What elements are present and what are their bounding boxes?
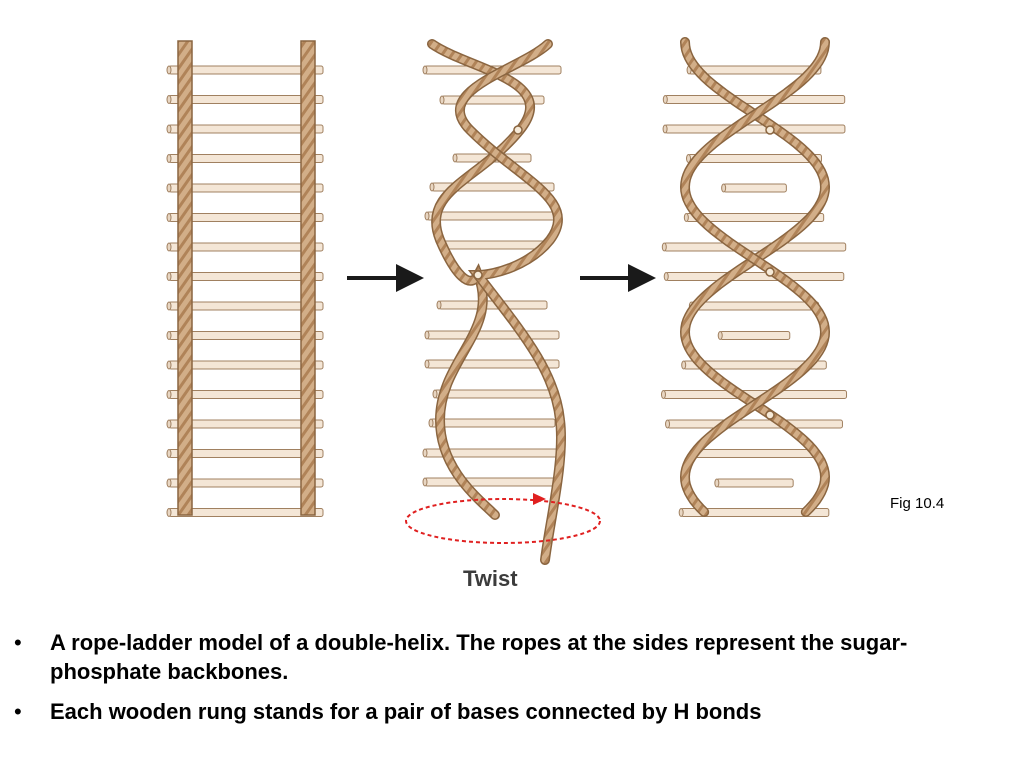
- twist-arrow-ring: [405, 493, 601, 544]
- wooden-rung: [424, 330, 560, 340]
- wooden-rung: [166, 478, 324, 488]
- wooden-rung: [166, 95, 324, 104]
- wooden-rung: [166, 183, 324, 193]
- wooden-rung: [166, 331, 324, 340]
- wooden-rung: [714, 478, 794, 488]
- wooden-rung: [166, 419, 324, 429]
- wooden-rung: [683, 213, 825, 222]
- wooden-rung: [166, 154, 324, 163]
- wooden-rung: [422, 448, 562, 458]
- wooden-rung: [166, 301, 324, 311]
- straight-ladder: [166, 40, 324, 517]
- caption-bullets: • A rope-ladder model of a double-helix.…: [14, 628, 1014, 737]
- wooden-rung: [432, 389, 552, 399]
- rope-crossing: [765, 267, 775, 277]
- rope-backbone: [679, 37, 831, 517]
- wooden-rung: [686, 154, 822, 163]
- wooden-rung: [428, 418, 556, 428]
- twist-label: Twist: [463, 566, 518, 591]
- arrow-right-2: [580, 264, 656, 292]
- arrow-right-1: [347, 264, 424, 292]
- wooden-rung: [717, 331, 791, 340]
- bullet-mark: •: [14, 699, 22, 724]
- bullet-item: • A rope-ladder model of a double-helix.…: [14, 628, 1014, 686]
- rope-ladder-figure: [166, 37, 848, 565]
- right-rope: [300, 40, 316, 516]
- wooden-rung: [665, 419, 843, 429]
- wooden-rung: [166, 390, 324, 399]
- bullet-mark: •: [14, 630, 22, 655]
- wooden-rung: [166, 272, 324, 281]
- wooden-rung: [436, 300, 548, 310]
- wooden-rung: [662, 124, 846, 134]
- wooden-rung: [681, 360, 827, 370]
- wooden-rung: [424, 211, 560, 221]
- rope-crossing: [765, 125, 775, 135]
- rope-backbone: [427, 39, 535, 520]
- wooden-rung: [721, 183, 787, 193]
- wooden-rung: [166, 360, 324, 370]
- wooden-rung: [166, 508, 324, 517]
- wooden-rung: [688, 301, 820, 311]
- rope-crossing: [513, 125, 523, 135]
- twisting-ladder: [422, 39, 566, 565]
- wooden-rung: [691, 449, 817, 458]
- wooden-rung: [660, 390, 848, 399]
- rope-backbone: [679, 37, 831, 517]
- bullet-text: Each wooden rung stands for a pair of ba…: [50, 699, 762, 724]
- figure-number: Fig 10.4: [890, 495, 945, 512]
- double-helix-ladder: [660, 37, 848, 517]
- wooden-rung: [166, 124, 324, 134]
- wooden-rung: [422, 477, 562, 487]
- wooden-rung: [166, 242, 324, 252]
- bullet-text: A rope-ladder model of a double-helix. T…: [50, 630, 908, 684]
- wooden-rung: [686, 65, 822, 75]
- wooden-rung: [166, 449, 324, 458]
- rope-backbone: [455, 39, 566, 565]
- wooden-rung: [439, 240, 545, 250]
- wooden-rung: [678, 508, 830, 517]
- wooden-rung: [662, 95, 846, 104]
- wooden-rung: [661, 242, 847, 252]
- bullet-item: • Each wooden rung stands for a pair of …: [14, 697, 1014, 726]
- left-rope: [177, 40, 193, 516]
- rope-crossing: [765, 410, 775, 420]
- rope-crossing: [473, 270, 483, 280]
- wooden-rung: [663, 272, 845, 281]
- wooden-rung: [166, 65, 324, 75]
- wooden-rung: [166, 213, 324, 222]
